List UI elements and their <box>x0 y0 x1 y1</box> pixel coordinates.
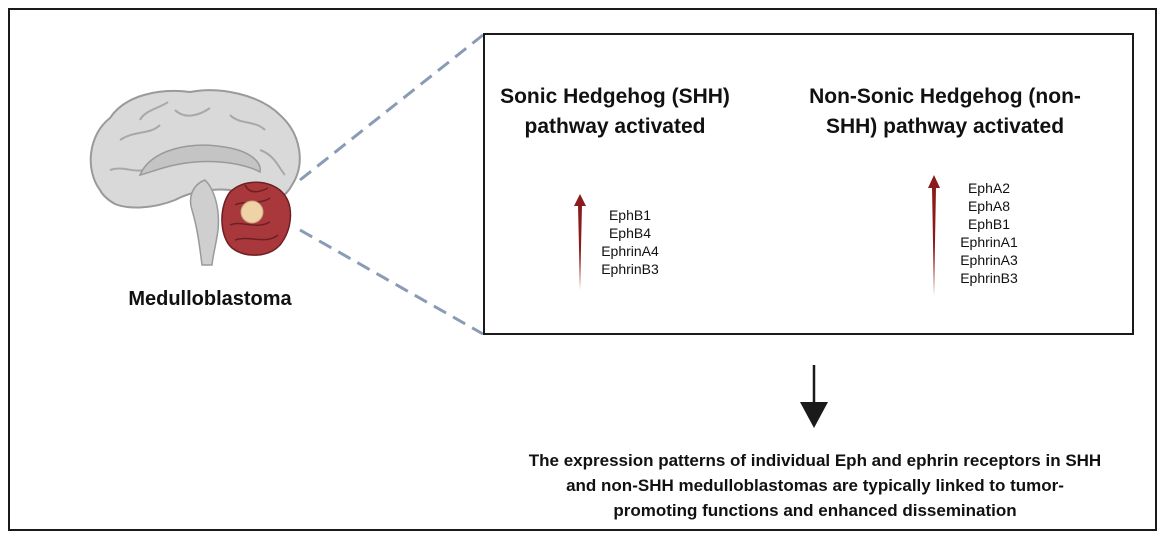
non-shh-arrow-head <box>928 175 940 188</box>
brain-icon <box>89 89 301 266</box>
gene-item: EphrinB3 <box>601 261 659 277</box>
gene-item: EphrinA4 <box>601 243 659 259</box>
brain-illustration <box>80 80 320 280</box>
gene-item: EphrinA1 <box>960 234 1018 250</box>
outer-frame <box>8 8 1157 531</box>
gene-item: EphA8 <box>967 198 1011 214</box>
non-shh-arrow-shaft <box>932 187 936 296</box>
shh-gene-list: EphB1 EphB4 EphrinA4 EphrinB3 <box>590 206 670 278</box>
non-shh-gene-list: EphA2 EphA8 EphB1 EphrinA1 EphrinA3 Ephr… <box>944 179 1034 287</box>
gene-item: EphrinA3 <box>960 252 1018 268</box>
zoom-line-bottom <box>299 228 484 336</box>
shh-title: Sonic Hedgehog (SHH) pathway activated <box>500 85 730 138</box>
shh-arrow-head <box>574 194 586 206</box>
medulloblastoma-label: Medulloblastoma <box>128 288 292 310</box>
conclusion-text: The expression patterns of individual Ep… <box>528 451 1102 520</box>
zoom-line-top <box>299 33 484 182</box>
shh-arrow-shaft <box>578 205 582 290</box>
gene-item: EphB1 <box>967 216 1011 232</box>
non-shh-title: Non-Sonic Hedgehog (non- SHH) pathway ac… <box>809 85 1081 138</box>
down-arrow-head <box>800 402 828 428</box>
gene-item: EphB1 <box>608 207 652 223</box>
pathway-box <box>483 33 1134 335</box>
brainstem-shape <box>189 179 220 266</box>
gene-item: EphB4 <box>608 225 652 241</box>
tumor-core <box>240 200 264 224</box>
gene-item: EphrinB3 <box>960 270 1018 286</box>
gene-item: EphA2 <box>967 180 1011 196</box>
